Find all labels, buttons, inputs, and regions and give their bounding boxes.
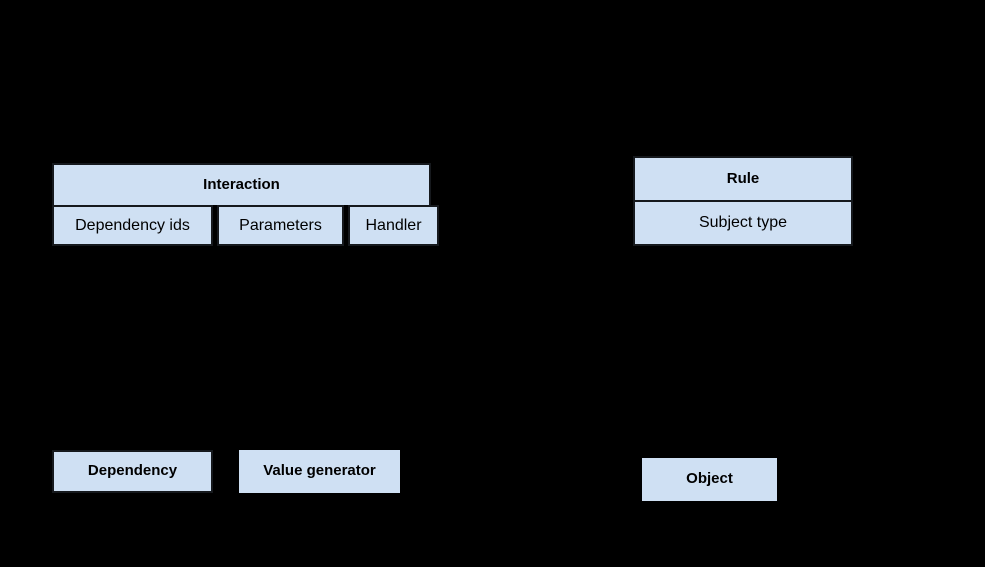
column-gap — [213, 205, 217, 246]
entity-rule-attr-subject-type[interactable]: Subject type — [633, 200, 853, 246]
entity-dependency-title: Dependency — [54, 452, 211, 491]
entity-object[interactable]: Object — [642, 458, 777, 501]
entity-interaction[interactable]: Interaction Dependency ids Parameters Ha… — [52, 163, 439, 246]
entity-value-generator-title: Value generator — [239, 450, 400, 493]
entity-interaction-attr-parameters[interactable]: Parameters — [217, 205, 344, 246]
entity-rule[interactable]: Rule Subject type — [633, 156, 853, 246]
entity-interaction-attributes: Dependency ids Parameters Handler — [52, 205, 439, 246]
column-gap — [344, 205, 348, 246]
entity-interaction-attr-dependency-ids[interactable]: Dependency ids — [52, 205, 213, 246]
entity-value-generator[interactable]: Value generator — [239, 450, 400, 493]
entity-object-title: Object — [642, 458, 777, 501]
entity-dependency[interactable]: Dependency — [52, 450, 213, 493]
entity-rule-title: Rule — [633, 156, 853, 202]
entity-interaction-title: Interaction — [52, 163, 431, 207]
entity-interaction-attr-handler[interactable]: Handler — [348, 205, 439, 246]
